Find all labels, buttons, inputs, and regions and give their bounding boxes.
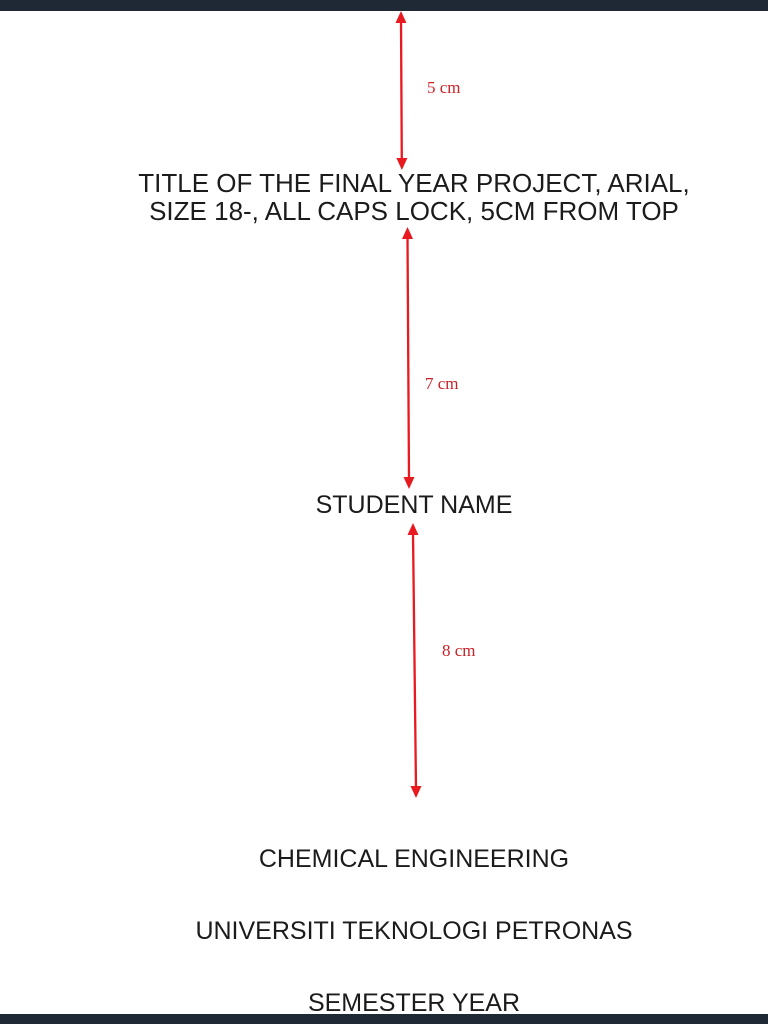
measurement-arrow-7cm [402,227,415,489]
measurement-arrow-8cm [407,523,422,798]
student-name: STUDENT NAME [315,491,513,519]
measurement-label-8cm: 8 cm [442,641,476,660]
viewer-page-gap-top [0,0,768,11]
footer-university: UNIVERSITI TEKNOLOGI PETRONAS [195,917,633,945]
measurement-label-7cm: 7 cm [425,374,459,393]
project-title: TITLE OF THE FINAL YEAR PROJECT, ARIAL,S… [60,169,768,225]
viewer-page-gap-bottom [0,1014,768,1024]
measurement-label-5cm: 5 cm [427,78,461,97]
footer-department: CHEMICAL ENGINEERING [258,845,570,873]
footer-semester: SEMESTER YEAR [307,989,521,1017]
project-title-line2: SIZE 18-, ALL CAPS LOCK, 5CM FROM TOP [149,196,679,226]
footer-block: CHEMICAL ENGINEERING UNIVERSITI TEKNOLOG… [60,805,768,1024]
measurement-arrow-5cm [395,11,408,170]
project-title-line1: TITLE OF THE FINAL YEAR PROJECT, ARIAL, [138,168,690,198]
